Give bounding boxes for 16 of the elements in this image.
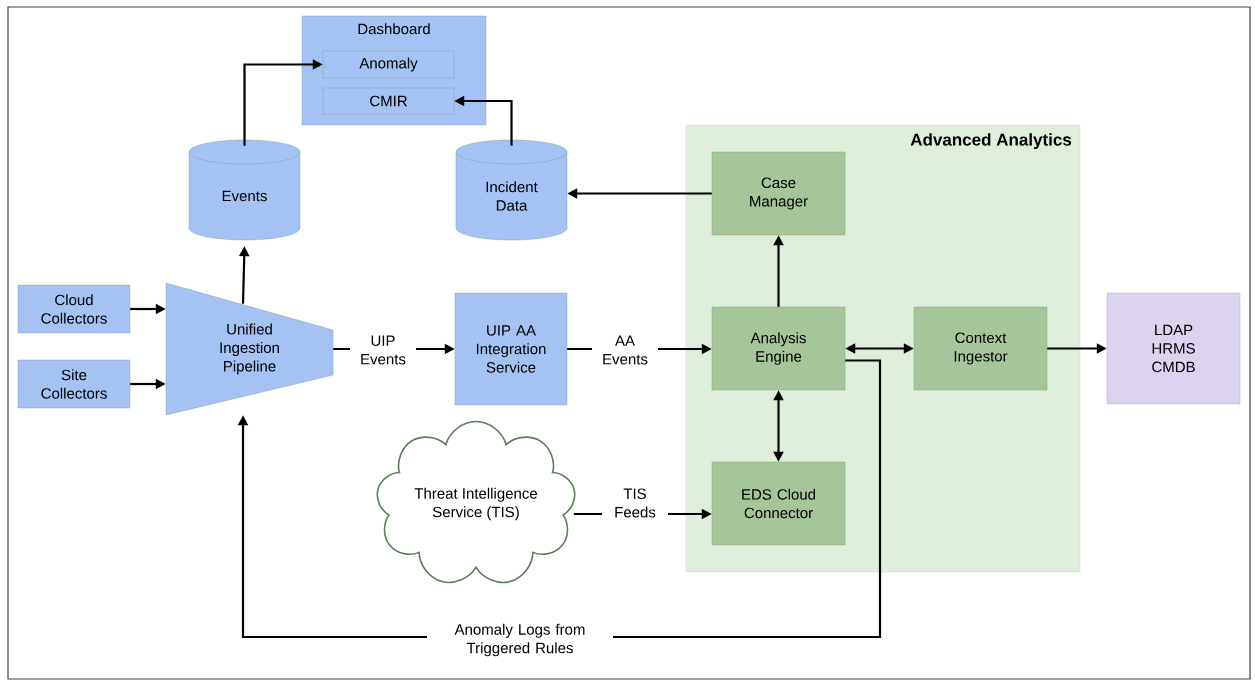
process-box: Case Manager — [711, 151, 846, 236]
process-box: Site Collectors — [17, 359, 131, 409]
process-box: Cloud Collectors — [17, 284, 131, 334]
data-source-box: LDAP HRMS CMDB — [1106, 292, 1241, 405]
panel-box: Anomaly — [322, 50, 455, 79]
process-box: Context Ingestor — [913, 306, 1048, 391]
process-box: UIP AA Integration Service — [454, 292, 568, 406]
edge-label: AA Events — [592, 332, 658, 368]
process-box: EDS Cloud Connector — [711, 461, 846, 546]
database-cylinder: Incident Data — [455, 139, 568, 241]
edge-label: Anomaly Logs from Triggered Rules — [427, 620, 613, 660]
process-box: Analysis Engine — [711, 306, 846, 391]
edge-label: TIS Feeds — [602, 485, 668, 521]
database-cylinder: Events — [188, 139, 301, 241]
panel-box: CMIR — [322, 87, 455, 115]
edge-label: UIP Events — [350, 332, 416, 368]
